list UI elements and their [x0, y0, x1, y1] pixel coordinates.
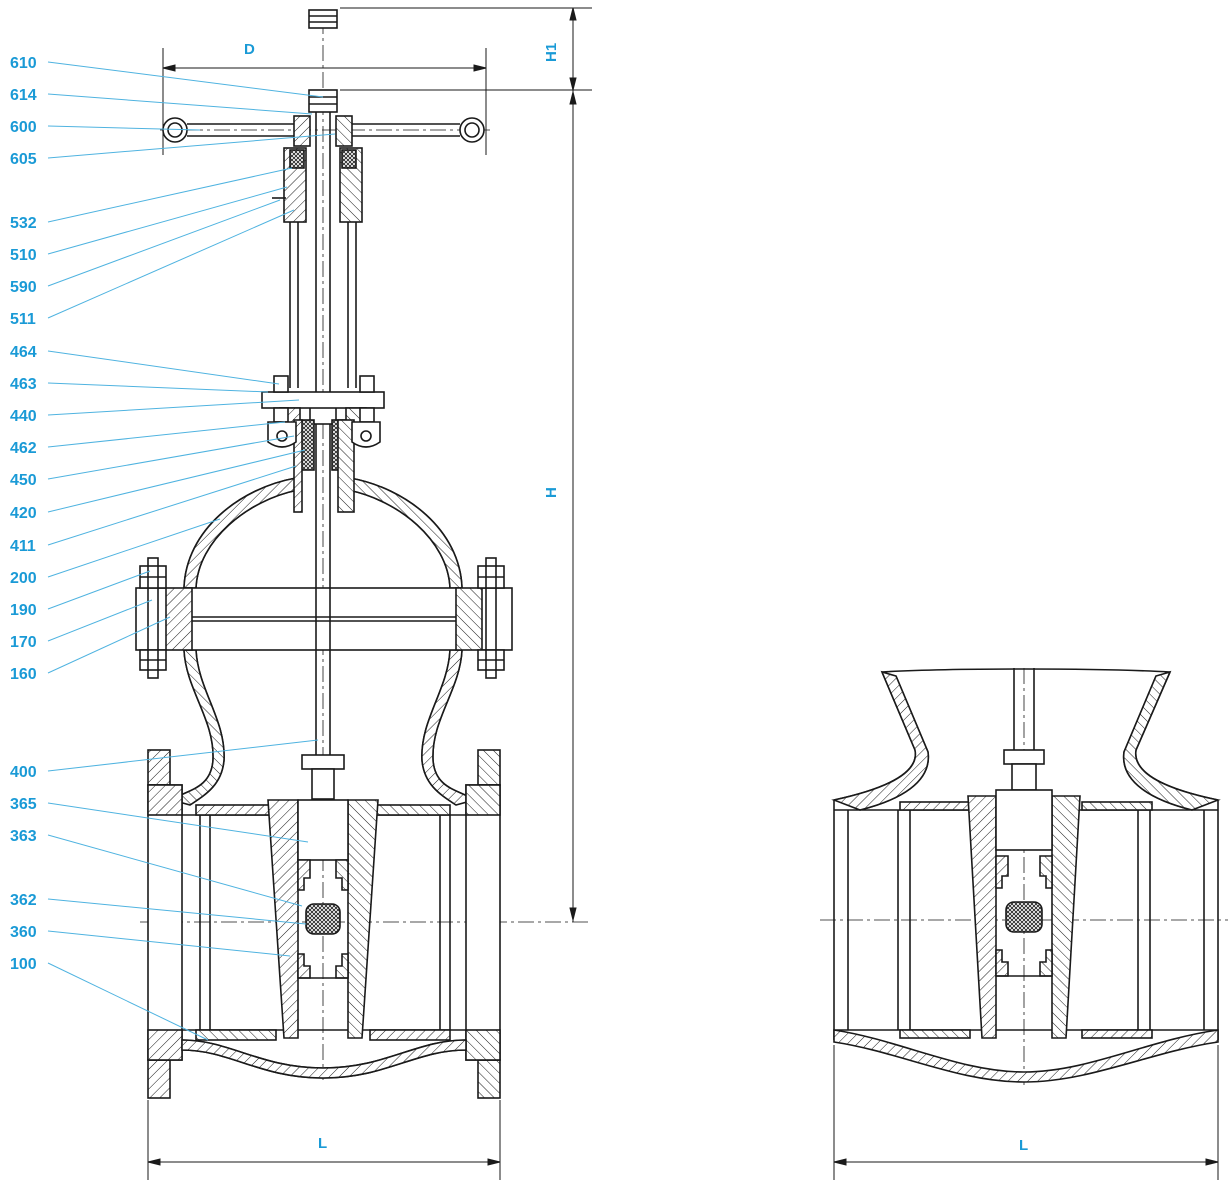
callout-label-420: 420	[10, 505, 37, 522]
main-valve	[135, 9, 590, 1099]
callout-leader-170	[47, 599, 153, 642]
part-callouts: 610 614 600 605 532 510 590 511 464 463 440 462 450 4…	[10, 55, 336, 1041]
callout-label-464: 464	[10, 344, 37, 361]
callout-leader-600	[47, 125, 201, 131]
callout-leader-510	[47, 186, 288, 255]
callout-label-462: 462	[10, 440, 37, 457]
callout-leader-411	[47, 465, 297, 546]
callout-leader-363	[47, 834, 303, 907]
callout-label-510: 510	[10, 247, 37, 264]
callout-label-590: 590	[10, 279, 37, 296]
callout-label-605: 605	[10, 151, 37, 168]
callout-label-100: 100	[10, 956, 37, 973]
callout-leader-462	[47, 421, 286, 448]
callout-label-511: 511	[10, 311, 36, 328]
callout-label-411: 411	[10, 538, 36, 555]
callout-leader-590	[47, 199, 281, 287]
callout-label-610: 610	[10, 55, 37, 72]
callout-leader-420	[47, 449, 306, 513]
callout-label-360: 360	[10, 924, 37, 941]
callout-leader-610	[47, 61, 324, 98]
callout-leader-605	[47, 133, 336, 159]
dim-label-d: D	[244, 41, 255, 58]
callout-leader-614	[47, 93, 313, 115]
callout-label-365: 365	[10, 796, 37, 813]
callout-leader-511	[47, 209, 295, 319]
callout-label-160: 160	[10, 666, 37, 683]
callout-leader-450	[47, 435, 295, 480]
callout-label-450: 450	[10, 472, 37, 489]
callout-label-200: 200	[10, 570, 37, 587]
callout-leader-532	[47, 167, 293, 223]
callout-leader-360	[47, 930, 291, 957]
callout-label-190: 190	[10, 602, 37, 619]
callout-label-170: 170	[10, 634, 37, 651]
callout-label-614: 614	[10, 87, 37, 104]
callout-leader-362	[47, 898, 307, 925]
callout-leader-440	[47, 399, 300, 416]
dim-label-h: H	[543, 487, 560, 498]
callout-label-463: 463	[10, 376, 37, 393]
dim-label-h1: H1	[543, 43, 560, 62]
dim-label-l-main: L	[318, 1135, 327, 1152]
callout-leader-365	[47, 802, 309, 843]
callout-leader-190	[47, 570, 151, 610]
callout-leader-400	[47, 739, 319, 772]
callout-leader-463	[47, 382, 269, 393]
callout-leader-160	[47, 616, 171, 674]
callout-label-532: 532	[10, 215, 37, 232]
callout-label-440: 440	[10, 408, 37, 425]
callout-label-363: 363	[10, 828, 37, 845]
callout-leader-200	[47, 518, 221, 578]
alt-weld-end-body	[820, 668, 1228, 1085]
callout-label-362: 362	[10, 892, 37, 909]
callout-label-600: 600	[10, 119, 37, 136]
callout-leader-464	[47, 350, 280, 385]
dimensions	[147, 7, 1219, 1180]
callout-label-400: 400	[10, 764, 37, 781]
callout-leader-100	[47, 962, 209, 1041]
dim-label-l-alt: L	[1019, 1137, 1028, 1154]
